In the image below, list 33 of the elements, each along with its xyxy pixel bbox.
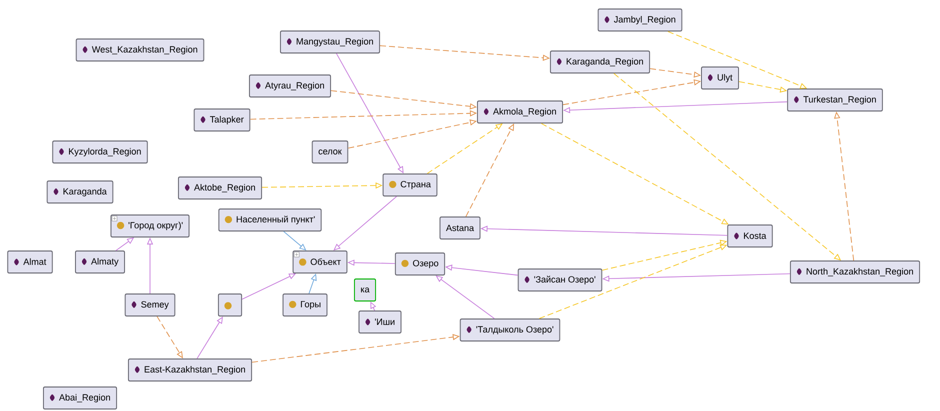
node-box: Ulyt	[701, 66, 739, 90]
node-box: Turkestan_Region	[787, 88, 883, 112]
node-box: Abai_Region	[42, 386, 118, 410]
node-box: Almat	[7, 250, 53, 274]
node-box: Kyzylorda_Region	[52, 140, 148, 164]
node-box: West_Kazakhstan_Region	[76, 38, 204, 62]
node-box: 'Талдыколь Озеро'	[460, 318, 560, 342]
node-box: East-Kazakhstan_Region	[128, 358, 252, 382]
node-box: Aktobe_Region	[178, 176, 262, 200]
node-box: Kosta	[727, 224, 773, 248]
node-box: Atyrau_Region	[249, 74, 332, 98]
node-box: Karaganda_Region	[550, 50, 650, 74]
node-box: Объект	[292, 250, 348, 274]
node-box: 'Город округ)'	[110, 214, 190, 238]
node-box: Karaganda	[46, 180, 114, 204]
node-box: Semey	[124, 294, 176, 316]
node-box: Almaty	[75, 250, 126, 274]
node-box: North_Kazakhstan_Region	[790, 260, 920, 284]
node-box: Akmola_Region	[477, 100, 564, 124]
node-box: Горы	[282, 294, 328, 316]
node-box: Страна	[382, 174, 438, 196]
node-box: Talapker	[194, 108, 250, 132]
node-box: 'Зайсан Озеро'	[518, 268, 602, 292]
node-box: Astana	[440, 216, 480, 240]
node-box: 'Иши	[358, 310, 402, 334]
node-box: селок	[312, 140, 348, 164]
node-box: ка	[354, 278, 376, 302]
arrow	[242, 273, 296, 300]
node-box: Jambyl_Region	[598, 8, 682, 32]
node-box	[218, 294, 242, 316]
node-box: Населенный пункт'	[218, 208, 322, 232]
node-box: Mangystau_Region	[280, 30, 380, 54]
node-box: Озеро	[394, 252, 446, 276]
